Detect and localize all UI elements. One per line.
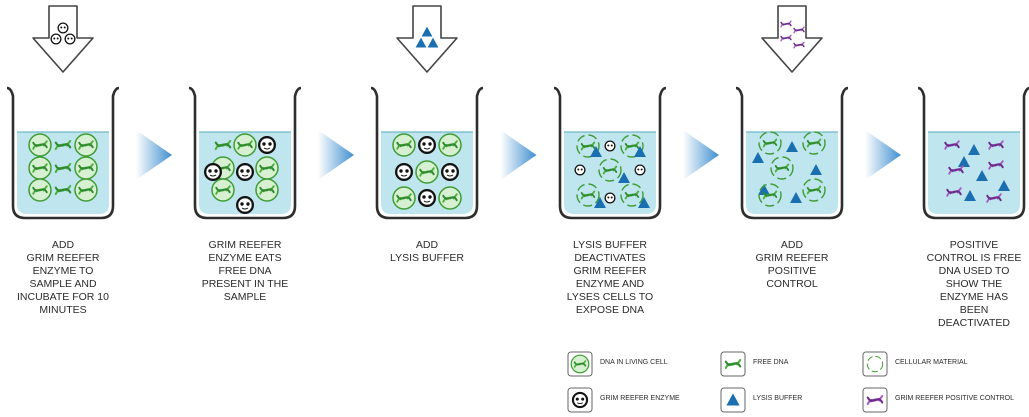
legend-swatch-cellular-material bbox=[862, 351, 888, 377]
grim-reefer-enzyme bbox=[394, 162, 414, 182]
grim-reefer-enzyme bbox=[235, 162, 255, 182]
grim-reefer-enzyme bbox=[417, 135, 437, 155]
grim-reefer-enzyme-icon bbox=[571, 391, 589, 409]
legend bbox=[567, 351, 888, 413]
beaker-step-4 bbox=[553, 86, 667, 220]
dna-in-living-cell bbox=[29, 179, 51, 201]
grim-reefer-enzyme bbox=[203, 162, 223, 182]
beaker-outline bbox=[6, 86, 120, 220]
input-arrow-grim-reefer-enzyme bbox=[32, 5, 94, 73]
input-arrows bbox=[32, 5, 823, 73]
liquid bbox=[564, 132, 656, 214]
dna-in-living-cell bbox=[75, 134, 97, 156]
grim-reefer-enzyme bbox=[604, 192, 616, 204]
beaker-step-5 bbox=[735, 86, 849, 220]
beaker-step-1 bbox=[6, 86, 120, 220]
dna-in-living-cell bbox=[212, 179, 234, 201]
dna-in-living-cell bbox=[75, 157, 97, 179]
step-caption-4: LYSIS BUFFER DEACTIVATES GRIM REEFER ENZ… bbox=[566, 239, 654, 316]
grim-reefer-enzyme bbox=[235, 195, 255, 215]
grim-reefer-enzyme bbox=[417, 188, 437, 208]
legend-label-living-cell: DNA IN LIVING CELL bbox=[600, 359, 668, 366]
grim-reefer-enzyme bbox=[440, 162, 460, 182]
grim-reefer-enzyme bbox=[50, 33, 62, 45]
grim-reefer-enzyme bbox=[604, 140, 616, 152]
step-arrows bbox=[136, 130, 901, 180]
step-caption-2: GRIM REEFER ENZYME EATS FREE DNA PRESENT… bbox=[201, 239, 289, 303]
dna-in-living-cell bbox=[29, 134, 51, 156]
dna-in-living-cell-icon bbox=[571, 355, 589, 373]
legend-label-positive-control: GRIM REEFER POSITIVE CONTROL bbox=[895, 395, 1015, 402]
dna-in-living-cell bbox=[439, 187, 461, 209]
next-step-arrow bbox=[500, 130, 537, 180]
legend-label-enzyme: GRIM REEFER ENZYME bbox=[600, 395, 680, 402]
dna-in-living-cell bbox=[256, 179, 278, 201]
beaker-outline bbox=[917, 86, 1029, 220]
legend-label-free-dna: FREE DNA bbox=[753, 359, 789, 366]
legend-label-lysis-buffer: LYSIS BUFFER bbox=[753, 395, 803, 402]
dna-in-living-cell bbox=[29, 157, 51, 179]
input-arrow-lysis-buffer bbox=[396, 5, 458, 73]
step-caption-3: ADD LYSIS BUFFER bbox=[390, 239, 464, 264]
dna-in-living-cell bbox=[393, 187, 415, 209]
step-caption-1: ADD GRIM REEFER ENZYME TO SAMPLE AND INC… bbox=[17, 239, 109, 316]
step-caption-6: POSITIVE CONTROL IS FREE DNA USED TO SHO… bbox=[926, 239, 1022, 329]
beakers bbox=[6, 86, 1029, 220]
beaker-step-6 bbox=[917, 86, 1029, 220]
next-step-arrow bbox=[318, 130, 354, 180]
beaker-step-3 bbox=[370, 86, 484, 220]
step-caption-5: ADD GRIM REEFER POSITIVE CONTROL bbox=[755, 239, 829, 290]
dna-in-living-cell bbox=[393, 134, 415, 156]
next-step-arrow bbox=[136, 130, 172, 180]
input-arrow-positive-control bbox=[761, 5, 823, 73]
grim-reefer-enzyme bbox=[57, 22, 69, 34]
grim-reefer-enzyme bbox=[257, 135, 277, 155]
next-step-arrow bbox=[683, 130, 719, 180]
grim-reefer-enzyme bbox=[64, 33, 76, 45]
beaker-step-2 bbox=[188, 86, 302, 220]
beaker-outline bbox=[553, 86, 667, 220]
dna-in-living-cell bbox=[439, 134, 461, 156]
beaker-outline bbox=[735, 86, 849, 220]
grim-reefer-enzyme bbox=[634, 164, 646, 176]
dna-in-living-cell bbox=[416, 161, 438, 183]
dna-in-living-cell bbox=[256, 157, 278, 179]
dna-in-living-cell bbox=[75, 179, 97, 201]
grim-reefer-enzyme bbox=[574, 164, 586, 176]
next-step-arrow bbox=[865, 130, 901, 180]
beaker-outline bbox=[370, 86, 484, 220]
legend-label-cellular-material: CELLULAR MATERIAL bbox=[895, 359, 968, 366]
beaker-outline bbox=[188, 86, 302, 220]
dna-in-living-cell bbox=[234, 134, 256, 156]
